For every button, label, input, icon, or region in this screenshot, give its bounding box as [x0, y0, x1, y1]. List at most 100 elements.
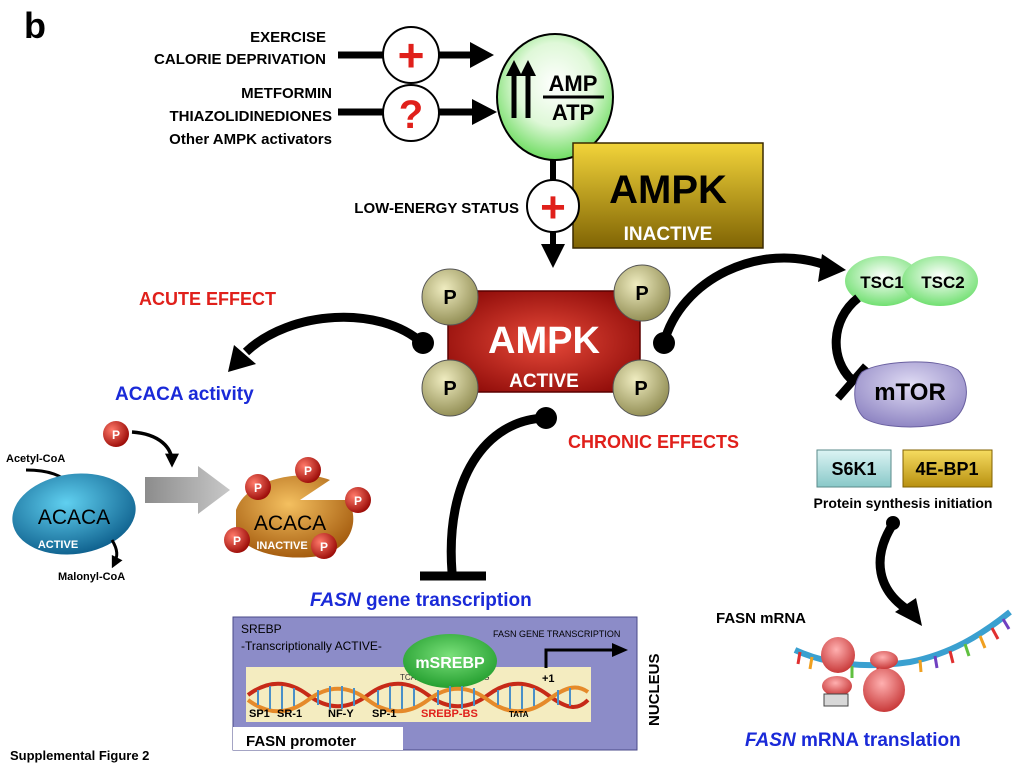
question-symbol: ? — [399, 93, 423, 137]
transcription-start-head — [612, 643, 628, 657]
label-calorie-deprivation: CALORIE DEPRIVATION — [154, 51, 326, 68]
promoter-label-box — [233, 727, 403, 750]
nucleus-srebp-sub: -Transcriptionally ACTIVE- — [241, 639, 382, 653]
phospho-ball-1-label: P — [254, 481, 262, 495]
arrowhead-tsc — [818, 254, 846, 282]
element-3: SP-1 — [372, 708, 396, 720]
nucleus-srebp: SREBP — [241, 622, 282, 636]
label-exercise: EXERCISE — [250, 29, 326, 46]
phospho-ball-4-label: P — [233, 534, 241, 548]
nucleus-plus-one: +1 — [542, 673, 555, 685]
arrowhead-low-energy — [541, 244, 565, 268]
fasn-gene-italic: FASN — [310, 590, 362, 611]
phospho-ball-5-label: P — [320, 540, 328, 554]
phospho-label-tl: P — [443, 287, 456, 309]
phospho-ball-2 — [295, 457, 321, 483]
inhibit-chronic — [446, 413, 546, 573]
ampk-active-name: AMPK — [488, 320, 600, 362]
arrowhead-acute — [228, 345, 256, 372]
phospho-ball-3-label: P — [354, 494, 362, 508]
phospho-ball-1 — [245, 474, 271, 500]
phospho-ball-5 — [311, 533, 337, 559]
phospho-circle-bl — [421, 359, 479, 417]
label-protein-synthesis: Protein synthesis initiation — [814, 495, 993, 511]
phospho-ball-free — [103, 421, 129, 447]
msrebp-label: mSREBP — [415, 655, 485, 672]
label-fasn-transcription: FASN gene transcription — [310, 590, 532, 611]
label-chronic-effects: CHRONIC EFFECTS — [568, 432, 739, 452]
chronic-origin-dot — [535, 407, 557, 429]
malonyl-arrow — [110, 539, 123, 569]
acaca-inactive-state: INACTIVE — [256, 540, 307, 552]
acute-origin-dot — [412, 332, 434, 354]
ampk-active-box — [447, 290, 641, 393]
arrowhead-translation — [895, 598, 922, 626]
tsc1-blob — [845, 256, 921, 306]
element-4: SREBP-BS — [421, 708, 478, 720]
label-metformin: METFORMIN — [241, 85, 332, 102]
plus-symbol: + — [398, 29, 425, 81]
4ebp1-label: 4E-BP1 — [915, 459, 978, 479]
tsc-origin-dot — [653, 332, 675, 354]
ribosome-icon-2 — [863, 651, 905, 712]
plus-circle-icon-2 — [526, 179, 580, 233]
inhibit-tsc-mtor — [831, 294, 861, 384]
phospho-transfer-arrow — [131, 430, 179, 468]
ampk-inactive-name: AMPK — [609, 168, 727, 212]
nucleus-gene-label: FASN GENE TRANSCRIPTION — [493, 629, 620, 639]
label-malonyl-coa: Malonyl-CoA — [58, 571, 125, 583]
inhibit-bar-mtor — [834, 363, 870, 401]
translation-origin-dot — [886, 516, 900, 530]
s6k1-label: S6K1 — [831, 459, 876, 479]
phospho-ball-3 — [345, 487, 371, 513]
fasn-transcription-rest: gene transcription — [361, 590, 532, 611]
phospho-ball-4 — [224, 527, 250, 553]
s6k1-box — [816, 449, 892, 488]
label-low-energy: LOW-ENERGY STATUS — [354, 200, 519, 217]
acaca-active-state: ACTIVE — [38, 539, 78, 551]
gray-transition-arrow — [145, 466, 230, 514]
4ebp1-box — [902, 449, 993, 488]
label-fasn-mrna: FASN mRNA — [716, 610, 806, 627]
mtor-blob — [854, 361, 967, 428]
tsc2-label: TSC2 — [921, 273, 964, 292]
label-acute-effect: ACUTE EFFECT — [139, 289, 276, 309]
transcription-start-arrow — [544, 648, 618, 668]
mtor-label: mTOR — [874, 379, 946, 406]
question-circle-icon — [382, 84, 440, 142]
msrebp-blob — [403, 634, 497, 688]
element-1: SR-1 — [277, 708, 302, 720]
panel-letter: b — [24, 5, 46, 46]
phospho-label-br: P — [634, 378, 647, 400]
promoter-label: FASN promoter — [246, 733, 356, 750]
tsc2-blob — [902, 256, 978, 306]
acaca-inactive-name: ACACA — [254, 512, 326, 535]
arrow-to-translation — [875, 521, 908, 612]
element-2: NF-Y — [328, 708, 354, 720]
ampk-inactive-state: INACTIVE — [624, 224, 713, 245]
phospho-label-bl: P — [443, 378, 456, 400]
ampk-inactive-box — [572, 142, 764, 249]
arrow-to-tsc — [659, 253, 830, 345]
ribosome-icon — [821, 637, 855, 707]
phospho-circle-tr — [613, 264, 671, 322]
arrow-acute-effect — [242, 312, 426, 356]
phospho-label-tr: P — [635, 283, 648, 305]
fasn-translation-gene: FASN — [745, 730, 797, 751]
ratio-atp: ATP — [552, 100, 594, 125]
label-acetyl-coa: Acetyl-CoA — [6, 453, 65, 465]
plus-symbol-2: + — [540, 183, 566, 232]
phospho-circle-tl — [421, 268, 479, 326]
ratio-amp: AMP — [549, 71, 598, 96]
arrowhead-exercise — [470, 42, 494, 68]
acaca-active-name: ACACA — [38, 506, 110, 529]
dna-helix-icon — [246, 681, 590, 714]
label-other-activators: Other AMPK activators — [169, 131, 332, 148]
element-5: TATA — [509, 710, 529, 719]
element-0: SP1 — [249, 708, 270, 720]
tsc1-label: TSC1 — [860, 273, 903, 292]
figure-footer: Supplemental Figure 2 — [10, 748, 149, 763]
phospho-ball-free-label: P — [112, 428, 120, 442]
phospho-ball-2-label: P — [304, 464, 312, 478]
